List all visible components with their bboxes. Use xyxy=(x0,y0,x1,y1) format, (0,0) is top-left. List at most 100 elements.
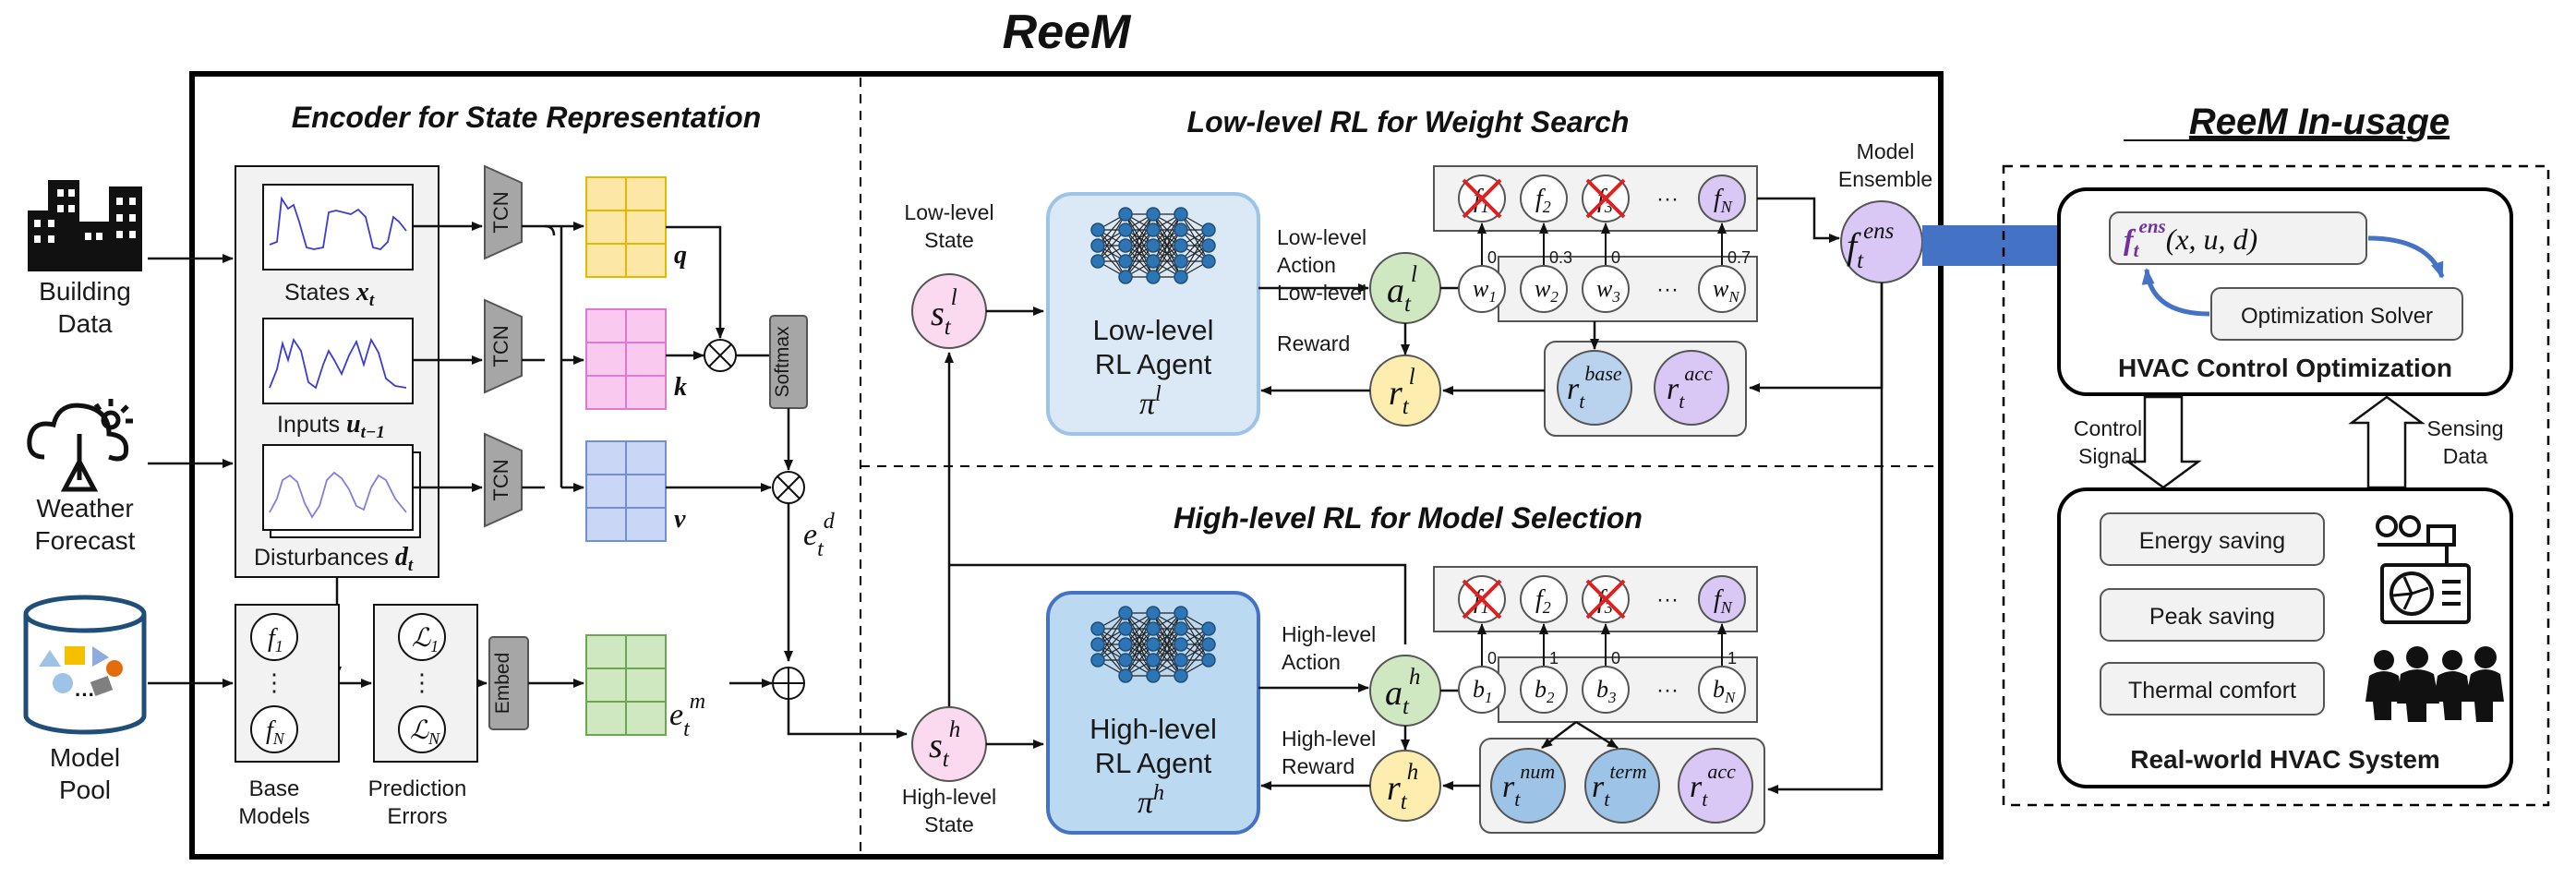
main-title: ReeM xyxy=(1003,6,1132,59)
high-state-label-1: High-level xyxy=(902,785,996,809)
control-signal-arrow xyxy=(2125,395,2202,489)
svg-text:⋮: ⋮ xyxy=(410,668,434,696)
r-num-node xyxy=(1490,748,1566,824)
control-signal-label-2: Signal xyxy=(2078,444,2137,468)
disturbances-label: Disturbances dt xyxy=(254,543,414,575)
LN-node: ℒN xyxy=(410,716,440,748)
model-node-fN xyxy=(1698,575,1746,623)
weight-value: 1 xyxy=(1727,649,1737,668)
neural-net-icon-high xyxy=(1090,606,1216,683)
tcn-block-3: TCN xyxy=(484,432,523,528)
model-node-f2 xyxy=(1520,575,1568,623)
ellipsis: ··· xyxy=(1656,678,1679,703)
optimization-solver-box xyxy=(2210,287,2463,341)
base-models-label-2: Models xyxy=(238,804,309,829)
states-plot xyxy=(262,184,414,271)
e-d-label: etd xyxy=(803,510,836,561)
energy-saving-label: Energy saving xyxy=(2139,528,2285,554)
in-usage-title: ReeM In-usage xyxy=(2189,102,2450,142)
embed-block: Embed xyxy=(488,636,529,730)
svg-text:Softmax: Softmax xyxy=(772,326,793,398)
weight-value: 0 xyxy=(1611,649,1620,668)
b-node-3 xyxy=(1582,666,1630,714)
hvac-unit-icon xyxy=(2376,515,2471,624)
states-label: States xt xyxy=(284,278,375,310)
low-agent-label-2: RL Agent xyxy=(1095,348,1212,380)
optimization-solver-label: Optimization Solver xyxy=(2241,304,2433,329)
svg-text:TCN: TCN xyxy=(489,459,512,500)
k-matrix xyxy=(585,308,667,410)
multiply-v xyxy=(772,471,805,504)
w-node-2 xyxy=(1520,265,1568,313)
low-state-label-1: Low-level xyxy=(904,200,993,224)
add-node xyxy=(772,667,805,700)
model-pool-icon: ··· xyxy=(23,595,147,735)
model-pool-label-2: Pool xyxy=(59,776,111,804)
multiply-qk xyxy=(704,339,737,372)
b-node-N xyxy=(1698,666,1746,714)
building-data-label-2: Data xyxy=(57,309,113,338)
svg-text:w1: w1 xyxy=(1473,275,1497,306)
svg-text:TCN: TCN xyxy=(489,325,512,367)
svg-text:···: ··· xyxy=(75,683,95,706)
svg-text:Embed: Embed xyxy=(492,653,513,715)
high-level-section-title: High-level RL for Model Selection xyxy=(1174,501,1643,535)
low-agent-label-1: Low-level xyxy=(1093,314,1214,346)
softmax-block: Softmax xyxy=(769,315,808,409)
b-node-1 xyxy=(1458,666,1506,714)
b-node-2 xyxy=(1520,666,1568,714)
disturbances-plot xyxy=(262,444,414,531)
peak-saving-box xyxy=(2100,588,2325,642)
low-level-section-title: Low-level RL for Weight Search xyxy=(1187,105,1630,138)
svg-text:TCN: TCN xyxy=(489,191,512,233)
e-m-label: etm xyxy=(669,690,705,741)
w-node-1 xyxy=(1458,265,1506,313)
model-node-f2 xyxy=(1520,174,1568,223)
high-reward-label-2: Reward xyxy=(1282,754,1354,778)
high-reward-label-1: High-level xyxy=(1282,727,1376,751)
k-label: k xyxy=(674,373,687,402)
ellipsis: ··· xyxy=(1656,186,1679,211)
q-label: q xyxy=(674,241,687,270)
hvac-optimization-label: HVAC Control Optimization xyxy=(2118,354,2452,382)
low-action-label-2: Action xyxy=(1277,253,1336,277)
high-level-agent xyxy=(1046,591,1260,835)
weather-icon xyxy=(27,399,133,492)
tcn-block-2: TCN xyxy=(484,298,523,394)
thermal-comfort-box xyxy=(2100,662,2325,716)
r-acc-node-low xyxy=(1654,350,1729,426)
f-ens-formula: ftens(x, u, d) xyxy=(2124,215,2257,261)
q-matrix xyxy=(585,176,667,278)
low-reward-label-1: Low-level xyxy=(1277,281,1366,305)
high-action-label-1: High-level xyxy=(1282,622,1376,646)
high-agent-label-2: RL Agent xyxy=(1095,747,1212,779)
weather-forecast-label-1: Weather xyxy=(36,494,133,523)
inputs-label: Inputs ut−1 xyxy=(277,410,385,442)
v-label: v xyxy=(674,505,686,534)
high-agent-label-1: High-level xyxy=(1089,713,1217,745)
ellipsis: ··· xyxy=(1656,587,1679,612)
building-icon xyxy=(28,180,142,271)
model-node-fN xyxy=(1698,174,1746,223)
r-base-node xyxy=(1557,350,1632,426)
e-m-matrix xyxy=(585,634,667,736)
reem-framework-box xyxy=(189,71,1944,860)
svg-text:⋮: ⋮ xyxy=(262,668,286,696)
prediction-errors-label-2: Errors xyxy=(387,804,447,829)
sensing-data-arrow xyxy=(2348,395,2426,489)
weight-value: 0 xyxy=(1487,248,1497,267)
low-action-label-1: Low-level xyxy=(1277,225,1366,249)
model-ensemble-label-1: Model xyxy=(1857,139,1915,163)
r-acc-node-high xyxy=(1678,748,1753,824)
model-pool-label-1: Model xyxy=(50,743,120,772)
prediction-errors-label-1: Prediction xyxy=(368,776,467,801)
L1-node: ℒ1 xyxy=(412,624,439,655)
sensing-data-label-1: Sensing xyxy=(2426,416,2503,440)
high-action-label-2: Action xyxy=(1282,650,1341,674)
weight-value: 1 xyxy=(1549,649,1559,668)
weather-forecast-label-2: Forecast xyxy=(35,526,136,555)
encoder-section-title: Encoder for State Representation xyxy=(292,101,762,134)
low-level-agent xyxy=(1046,192,1260,436)
people-icon xyxy=(2365,646,2504,722)
